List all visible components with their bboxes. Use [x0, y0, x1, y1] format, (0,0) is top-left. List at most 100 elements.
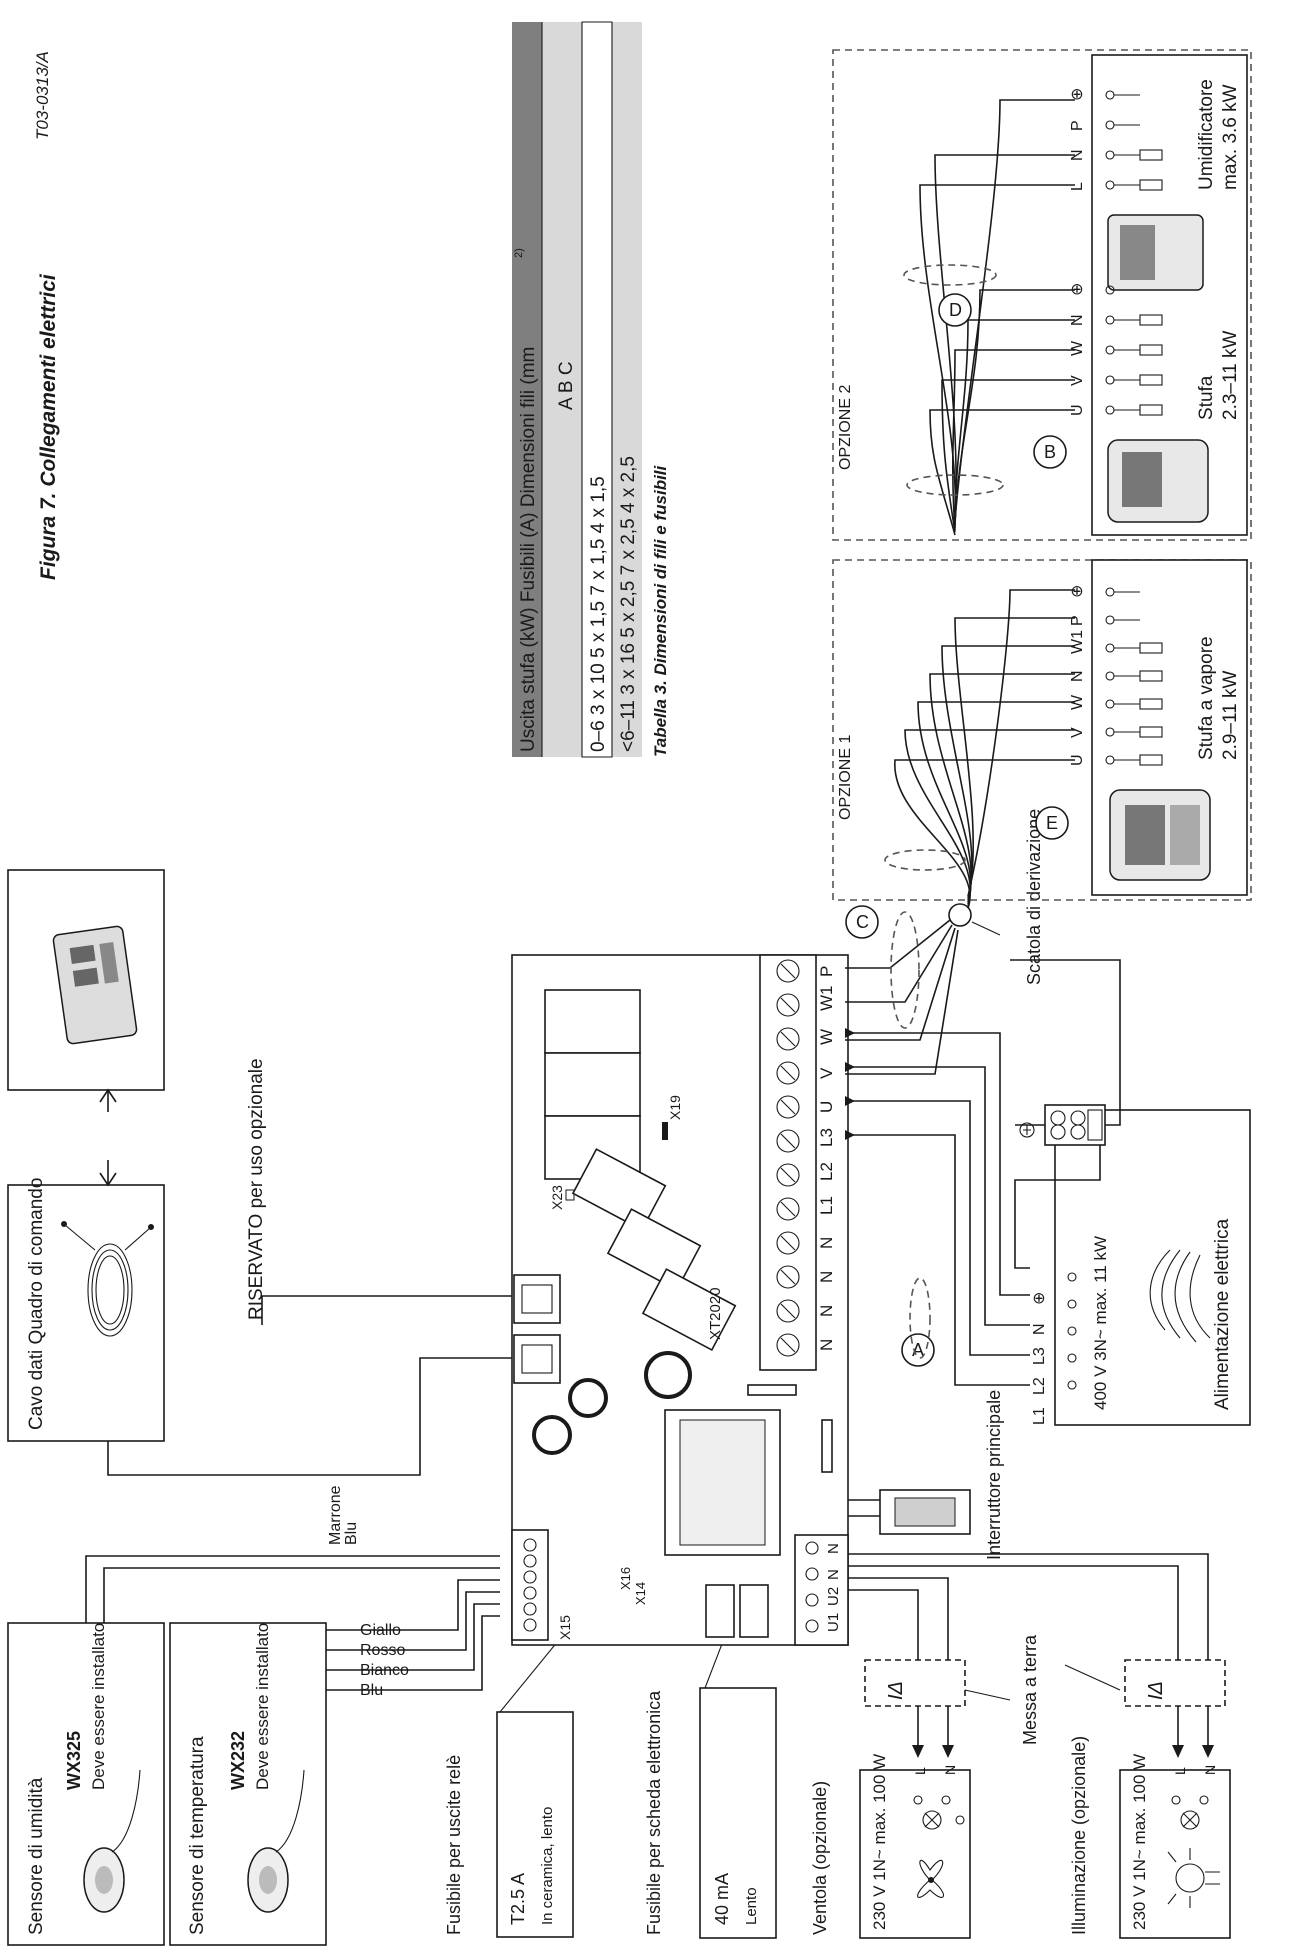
opt1-heater-element	[1139, 670, 1163, 682]
relay-fuse-title: Fusibile per uscite relè	[444, 1755, 464, 1935]
opt2-stove-element	[1139, 344, 1163, 356]
terminal-screw	[776, 1027, 800, 1051]
figure-title: Figura 7. Collegamenti elettrici	[37, 273, 60, 580]
light-l-label: L	[1172, 1767, 1188, 1775]
terminal-slot	[780, 963, 796, 979]
opt1-terminal-label: N	[1069, 670, 1086, 682]
terminal-slot	[780, 1133, 796, 1149]
supply-title: Alimentazione elettrica	[1212, 1218, 1233, 1410]
wire-label-red: Rosso	[360, 1642, 405, 1659]
light-bulb-icon	[1167, 1848, 1220, 1908]
opt2-stove-element	[1139, 404, 1163, 416]
svg-text:N: N	[1031, 1323, 1048, 1335]
option-1-device: Stufa a vapore	[1196, 636, 1217, 760]
terminal-screw	[776, 993, 800, 1017]
terminal-screw	[776, 1299, 800, 1323]
supply-spec: 400 V 3N~ max. 11 kW	[1091, 1236, 1110, 1410]
marker-e: E	[1046, 813, 1058, 833]
opt2-stove-terminal-label: N	[1069, 314, 1086, 326]
board-fuse-part	[821, 1419, 833, 1473]
terminal-screw	[776, 1231, 800, 1255]
light-spec: 230 V 1N~ max. 100 W	[1130, 1754, 1149, 1930]
terminal-label: W1	[817, 986, 836, 1012]
opt2-hum-element	[1139, 149, 1163, 161]
supply-cable-icon	[1149, 1249, 1211, 1343]
fan-load-box: Ventola (opzionale) 230 V 1N~ max. 100 W	[810, 1754, 971, 1939]
temperature-sensor-box: Sensore di temperatura WX232 Deve essere…	[169, 1622, 327, 1946]
cable-markers: A B C D E	[845, 293, 1069, 1367]
opt2-hum-element	[1139, 179, 1163, 191]
fan-spec: 230 V 1N~ max. 100 W	[870, 1754, 889, 1930]
cable-coil-icon	[61, 1221, 154, 1337]
marker-c: C	[856, 912, 869, 932]
light-n-label: N	[1202, 1765, 1218, 1775]
option-1-range: 2.9–11 kW	[1220, 671, 1241, 760]
temperature-sensor-model: WX232	[228, 1731, 248, 1790]
relay-fuse-part	[747, 1384, 797, 1396]
terminal-slot	[780, 1337, 796, 1353]
control-panel-box	[7, 869, 165, 1091]
main-terminal-block	[759, 954, 817, 1371]
small-relay-1	[705, 1584, 735, 1638]
fan-icon	[917, 1859, 944, 1898]
board-fuse-note: Lento	[743, 1887, 760, 1925]
light-rcd-symbol: IΔ	[1145, 1681, 1167, 1700]
relay-terminal-screws	[805, 1541, 819, 1633]
junction-label: Scatola di derivazione	[1024, 809, 1044, 985]
fan-rcd: IΔ L N	[864, 1659, 966, 1775]
board-fuse-value: 40 mA	[712, 1873, 732, 1925]
terminal-slot	[780, 1269, 796, 1285]
terminal-screw	[776, 1061, 800, 1085]
control-panel-icon	[52, 925, 138, 1045]
svg-text:U1: U1	[825, 1613, 842, 1632]
svg-text:N: N	[825, 1543, 842, 1554]
terminal-label: L3	[817, 1128, 836, 1147]
opt2-stove-terminal-label: ⊕	[1069, 283, 1086, 296]
fan-l-label: L	[912, 1767, 928, 1775]
relay-terminal-labels: U1 U2 N N	[825, 1543, 842, 1632]
terminal-slot	[780, 1167, 796, 1183]
option-2-wiring	[903, 99, 1075, 536]
x15-screws	[523, 1538, 537, 1632]
relay-block	[544, 989, 641, 1180]
humidity-sensor-model: WX325	[64, 1731, 84, 1790]
steam-generator-icon	[1109, 789, 1211, 881]
junction-box: Scatola di derivazione	[845, 809, 1044, 1075]
wire-label-yellow: Giallo	[360, 1622, 401, 1639]
x16-label: X16	[618, 1567, 633, 1590]
fan-lamp-symbol	[913, 1795, 965, 1830]
wire-label-white: Bianco	[360, 1662, 409, 1679]
opt2-hum-terminal-label: N	[1069, 149, 1086, 161]
wire-label-blue-temperature: Blu	[360, 1682, 383, 1699]
humidity-sensor-icon	[83, 1769, 141, 1913]
opt2-hum-terminal-label: P	[1069, 120, 1086, 131]
opt1-heater-element	[1139, 642, 1163, 654]
terminal-slot	[780, 1065, 796, 1081]
x23-connector	[565, 1189, 575, 1201]
terminal-slot	[780, 1201, 796, 1217]
board-fuse-box: Fusibile per scheda elettronica 40 mA Le…	[644, 1687, 777, 1939]
table-caption: Tabella 3. Dimensioni di fili e fusibili	[651, 464, 670, 757]
opt1-heater-element	[1139, 754, 1163, 766]
terminal-screw	[776, 1265, 800, 1289]
temperature-sensor-title: Sensore di temperatura	[187, 1736, 208, 1935]
table-row-2: <6–11 3 x 16 5 x 2,5 7 x 2,5 4 x 2,5	[618, 456, 639, 752]
wire-label-blue-humidity: Blu	[343, 1522, 360, 1545]
supply-terminals	[1067, 1272, 1077, 1390]
opt2-stove-terminal-label: U	[1069, 404, 1086, 416]
rj-connectors	[513, 1274, 561, 1384]
option-2-stove-range: 2.3–11 kW	[1220, 331, 1241, 420]
light-load-box: Illuminazione (opzionale) 230 V 1N~ max.…	[1069, 1736, 1231, 1939]
x14-label: X14	[633, 1582, 648, 1605]
supply-terminal-labels: L1 L2 L3 N ⊕	[1031, 1292, 1048, 1425]
doc-code: T03-0313/A	[33, 51, 52, 140]
data-cable-box: Cavo dati Quadro di comando	[7, 1178, 165, 1442]
cable-to-board-line	[107, 1357, 512, 1476]
opt1-terminal-label: W	[1069, 694, 1086, 710]
data-cable-label: Cavo dati Quadro di comando	[26, 1178, 47, 1430]
relay-fuse-value: T2.5 A	[508, 1873, 528, 1925]
earth-leaders	[964, 1664, 1121, 1701]
